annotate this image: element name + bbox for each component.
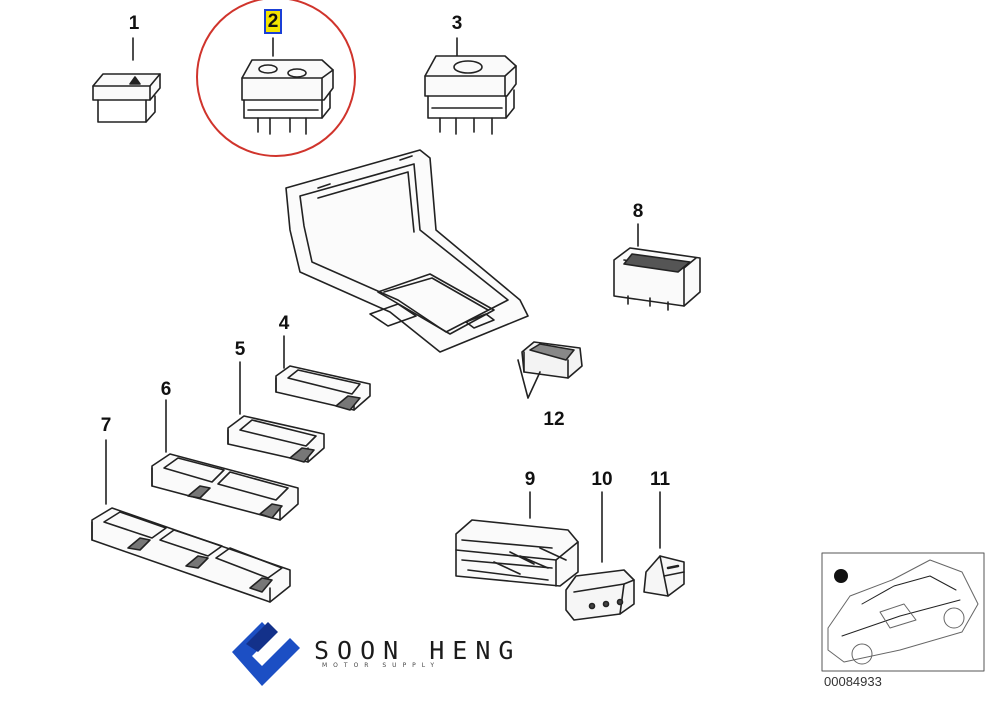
callout-6: 6 xyxy=(160,379,172,400)
callout-3: 3 xyxy=(451,13,463,34)
part-12-cover xyxy=(517,341,583,399)
callout-10: 10 xyxy=(591,469,613,490)
callout-2: 2 xyxy=(263,9,283,34)
part-9-switch-unit xyxy=(455,491,579,587)
brand-tagline: MOTOR SUPPLY xyxy=(322,662,441,669)
part-7-triple-bezel xyxy=(91,439,291,603)
brand-logo-icon xyxy=(232,622,300,686)
callout-8: 8 xyxy=(632,201,644,222)
part-6-double-bezel xyxy=(151,399,299,521)
callout-9: 9 xyxy=(524,469,536,490)
part-5-bezel xyxy=(227,361,325,463)
part-4-bezel xyxy=(275,335,371,411)
brand-name: SOON HENG xyxy=(314,636,522,665)
callout-5: 5 xyxy=(234,339,246,360)
diagram-code: 00084933 xyxy=(824,674,882,689)
callout-7: 7 xyxy=(100,415,112,436)
part-8-switch-block xyxy=(613,223,701,311)
center-console-trim xyxy=(285,149,529,353)
callout-2-highlight: 2 xyxy=(263,9,283,34)
locator-thumbnail xyxy=(821,552,985,672)
part-3-switch xyxy=(424,37,517,135)
part-10-button xyxy=(565,491,635,621)
part-11-button xyxy=(643,491,685,597)
callout-1: 1 xyxy=(128,13,140,34)
highlight-circle xyxy=(196,0,356,157)
callout-11: 11 xyxy=(649,469,671,490)
callout-4: 4 xyxy=(278,313,290,334)
part-2-switch xyxy=(196,0,356,157)
callout-12: 12 xyxy=(543,409,565,430)
part-1-hazard-switch xyxy=(92,37,161,123)
